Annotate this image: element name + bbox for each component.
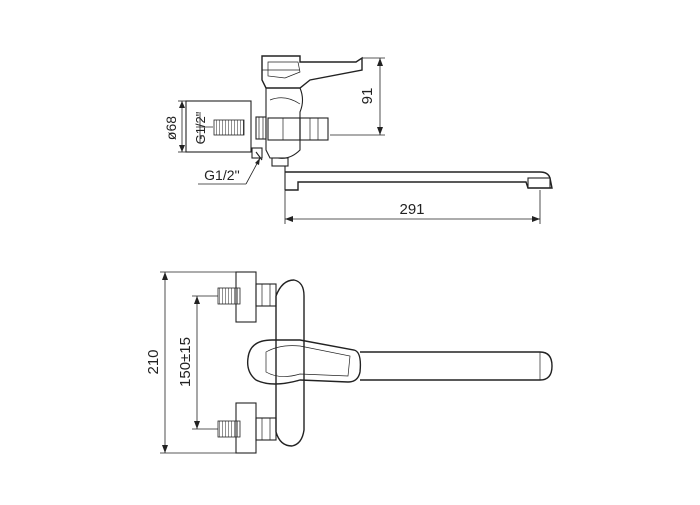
dim-body-diameter: ø68	[163, 116, 179, 140]
dim-total-height: 210	[145, 349, 162, 374]
nut	[255, 116, 267, 140]
eccentric	[255, 151, 263, 161]
side-view: 91 ø68 G1/2" G1/2'' 291	[163, 55, 553, 224]
front-handle	[246, 339, 362, 385]
handle	[261, 55, 363, 89]
dim-thread-outlet: G1/2''	[204, 167, 240, 183]
upper-nut	[255, 283, 277, 307]
spout	[285, 171, 553, 191]
lower-nut	[255, 417, 277, 441]
dim-height-top: 91	[359, 88, 376, 105]
upper-thread	[217, 287, 241, 305]
wall-block	[185, 100, 252, 153]
front-spout	[360, 351, 553, 381]
front-view: 210 150±15	[145, 271, 553, 454]
diverter	[299, 117, 329, 141]
body-plate	[275, 279, 305, 447]
body-cylinder	[265, 87, 304, 159]
dim-spout-length: 291	[399, 201, 424, 218]
dim-center-distance: 150±15	[177, 337, 194, 387]
lower-thread	[217, 420, 241, 438]
dim-thread-inlet: G1/2"	[193, 111, 208, 144]
thread-inlet	[213, 119, 245, 136]
